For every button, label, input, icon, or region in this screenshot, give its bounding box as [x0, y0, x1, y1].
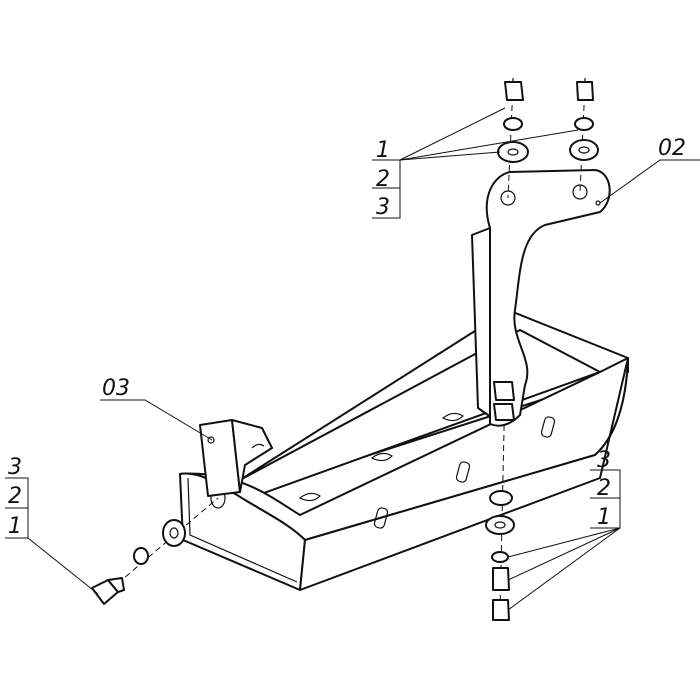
callout-label-03: 03 — [102, 376, 130, 401]
callout-bottom-right: 3 2 1 — [507, 448, 621, 611]
callout-top-left: 1 2 3 — [372, 107, 579, 220]
callout-03: 03 — [100, 376, 213, 441]
left-fasteners — [91, 497, 219, 605]
callout-label-2: 2 — [597, 476, 611, 501]
bracket-02-part — [471, 169, 611, 427]
callout-label-3: 3 — [597, 448, 611, 473]
callout-label-2: 2 — [376, 167, 390, 192]
callout-label-1: 1 — [8, 514, 22, 539]
bottom-fasteners — [485, 381, 515, 621]
callout-label-3: 3 — [8, 455, 22, 480]
callout-label-02: 02 — [658, 136, 686, 161]
callout-label-3: 3 — [376, 195, 390, 220]
callout-02: 02 — [599, 136, 700, 204]
callout-label-2: 2 — [8, 484, 22, 509]
top-fasteners — [497, 78, 599, 199]
callout-left: 3 2 1 — [5, 455, 99, 595]
callout-label-1: 1 — [597, 505, 611, 530]
callout-label-1: 1 — [376, 138, 390, 163]
